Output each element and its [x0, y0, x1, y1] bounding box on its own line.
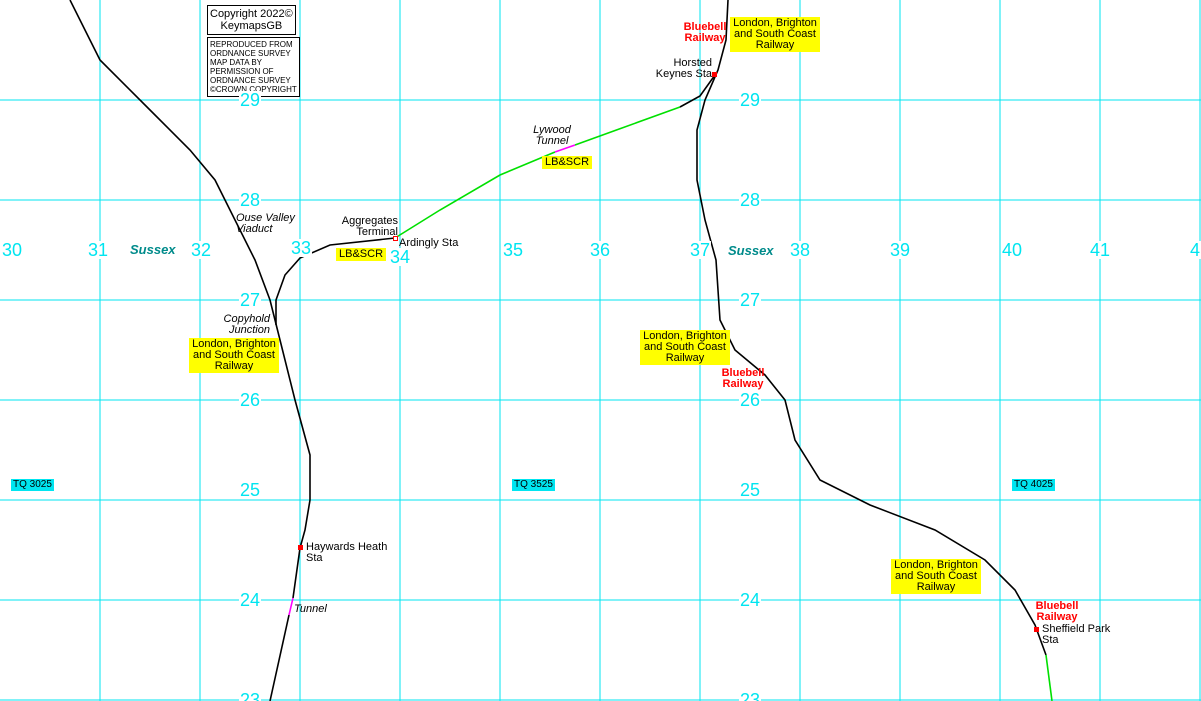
grid-column-label: 35 [501, 240, 525, 260]
lbscr-label: London, Brighton and South Coast Railway [891, 559, 981, 594]
tunnel-track [288, 597, 294, 616]
grid-row-label: 24 [738, 590, 762, 610]
grid-row-label: 28 [738, 190, 762, 210]
station-marker [298, 545, 303, 550]
bluebell-track [696, 0, 1047, 656]
ardingly-preserved-track-east [574, 106, 681, 146]
copyright-text: Copyright 2022© [210, 8, 293, 20]
tunnel-label: Tunnel [294, 603, 327, 615]
lbscr-label: London, Brighton and South Coast Railway [730, 17, 820, 52]
tile-label: TQ 3025 [11, 479, 54, 491]
grid-row-label: 26 [238, 390, 262, 410]
grid-column-label: 39 [888, 240, 912, 260]
grid-column-label: 37 [688, 240, 712, 260]
bluebell-railway-label: Bluebell Railway [721, 367, 765, 390]
grid-column-label: 33 [289, 238, 313, 258]
lbscr-short-label: LB&SCR [542, 156, 593, 169]
aggregates-terminal-label: Aggregates Terminal [341, 215, 398, 238]
grid-column-label: 4 [1188, 240, 1201, 260]
copyright-box: Copyright 2022© KeymapsGB [207, 5, 296, 35]
grid-row-label: 28 [238, 190, 262, 210]
grid-row-label: 23 [238, 691, 262, 701]
bluebell-railway-label: Bluebell Railway [683, 21, 727, 44]
main-line-track-south [269, 614, 290, 701]
os-notice-line: ORDNANCE SURVEY [210, 49, 291, 58]
county-label: Sussex [728, 243, 774, 258]
os-notice-line: MAP DATA BY [210, 58, 263, 67]
bluebell-preserved-track [1045, 654, 1053, 701]
os-notice-line: REPRODUCED FROM [210, 40, 293, 49]
lbscr-label: London, Brighton and South Coast Railway [189, 338, 279, 373]
grid-row-label: 25 [738, 480, 762, 500]
station-marker [393, 236, 398, 241]
copyhold-junction-label: Copyhold Junction [223, 313, 270, 336]
haywards-heath-station-label: Haywards Heath Sta [306, 541, 388, 564]
grid-column-label: 36 [588, 240, 612, 260]
station-marker [712, 72, 717, 77]
lywood-tunnel-label: Lywood Tunnel [533, 124, 571, 147]
main-line-track [69, 0, 311, 599]
grid-row-label: 27 [738, 290, 762, 310]
grid-row-label: 29 [238, 90, 262, 110]
grid-row-label: 27 [238, 290, 262, 310]
ardingly-station-label: Ardingly Sta [399, 237, 459, 249]
grid-column-label: 40 [1000, 240, 1024, 260]
grid-row-label: 25 [238, 480, 262, 500]
os-notice-line: ©CROWN COPYRIGHT [210, 85, 297, 94]
grid-column-label: 34 [388, 247, 412, 267]
lywood-tunnel-track [554, 144, 576, 153]
ouse-valley-viaduct-label: Ouse Valley Viaduct [236, 212, 295, 235]
county-label: Sussex [130, 242, 176, 257]
grid-row-label: 24 [238, 590, 262, 610]
horsted-junction-track [679, 74, 716, 108]
os-notice: REPRODUCED FROM ORDNANCE SURVEY MAP DATA… [207, 37, 300, 97]
ardingly-preserved-track [394, 151, 556, 239]
grid-column-label: 31 [86, 240, 110, 260]
sheffield-park-station-label: Sheffield Park Sta [1042, 623, 1111, 646]
ardingly-branch-track [275, 237, 396, 325]
tile-label: TQ 3525 [512, 479, 555, 491]
grid-column-label: 32 [189, 240, 213, 260]
os-notice-line: PERMISSION OF [210, 67, 274, 76]
grid-column-label: 38 [788, 240, 812, 260]
os-notice-line: ORDNANCE SURVEY [210, 76, 291, 85]
grid-row-label: 23 [738, 691, 762, 701]
station-marker [1034, 627, 1039, 632]
lbscr-label: London, Brighton and South Coast Railway [640, 330, 730, 365]
grid-row-label: 29 [738, 90, 762, 110]
grid-column-label: 41 [1088, 240, 1112, 260]
horsted-keynes-station-label: Horsted Keynes Sta [655, 57, 712, 80]
grid-column-label: 30 [0, 240, 24, 260]
lbscr-short-label: LB&SCR [336, 248, 387, 261]
bluebell-railway-label: Bluebell Railway [1035, 600, 1079, 623]
grid-row-label: 26 [738, 390, 762, 410]
tile-label: TQ 4025 [1012, 479, 1055, 491]
copyright-brand: KeymapsGB [220, 20, 283, 32]
